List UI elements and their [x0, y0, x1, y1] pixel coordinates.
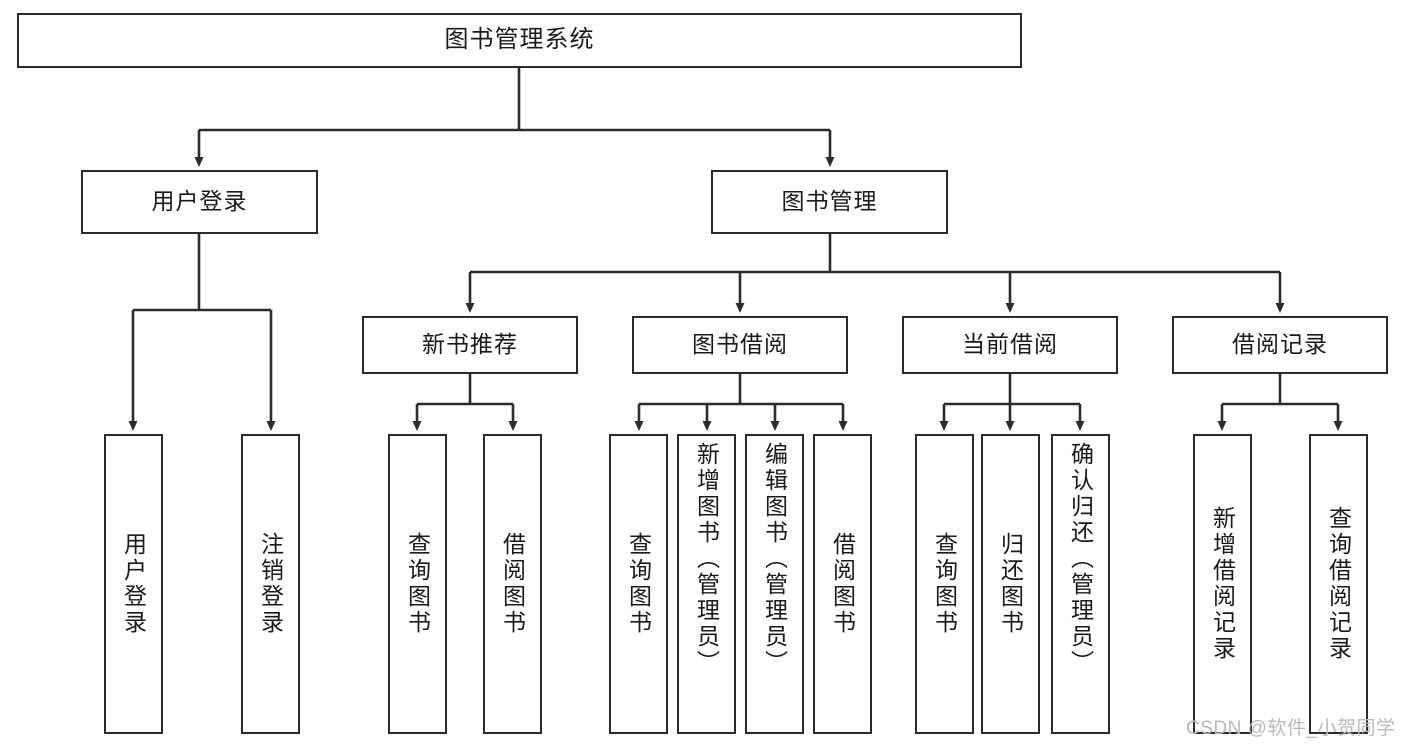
node-leaf-logout[interactable]: 注销登录	[241, 434, 300, 734]
node-leaf-add-record[interactable]: 新增借阅记录	[1193, 434, 1252, 734]
node-book-management[interactable]: 图书管理	[711, 170, 948, 234]
node-leaf-add-book[interactable]: 新增图书（管理员）	[677, 434, 736, 734]
node-borrow-record[interactable]: 借阅记录	[1172, 316, 1388, 374]
node-leaf-confirm-return-label: 确认归还（管理员）	[1067, 442, 1094, 676]
node-leaf-user-login[interactable]: 用户登录	[104, 434, 163, 734]
node-root[interactable]: 图书管理系统	[17, 13, 1022, 68]
node-leaf-query-book-2[interactable]: 查询图书	[609, 434, 668, 734]
watermark-text: CSDN @软件_小贺同学	[1186, 718, 1396, 739]
node-leaf-query-book-3-label: 查询图书	[931, 532, 958, 636]
node-leaf-borrow-book-2-label: 借阅图书	[829, 532, 856, 636]
node-leaf-edit-book[interactable]: 编辑图书（管理员）	[745, 434, 804, 734]
node-leaf-query-book-3[interactable]: 查询图书	[915, 434, 974, 734]
node-book-borrow[interactable]: 图书借阅	[632, 316, 848, 374]
node-leaf-return-book-label: 归还图书	[997, 532, 1024, 636]
node-leaf-user-login-label: 用户登录	[120, 532, 147, 636]
node-leaf-add-book-label: 新增图书（管理员）	[693, 442, 720, 676]
node-leaf-borrow-book-2[interactable]: 借阅图书	[813, 434, 872, 734]
node-leaf-confirm-return[interactable]: 确认归还（管理员）	[1051, 434, 1110, 734]
node-leaf-query-book-1[interactable]: 查询图书	[388, 434, 447, 734]
node-new-book-recommend[interactable]: 新书推荐	[362, 316, 578, 374]
node-leaf-borrow-book-1-label: 借阅图书	[499, 532, 526, 636]
node-leaf-return-book[interactable]: 归还图书	[981, 434, 1040, 734]
node-leaf-query-book-2-label: 查询图书	[625, 532, 652, 636]
node-leaf-query-book-1-label: 查询图书	[404, 532, 431, 636]
node-leaf-borrow-book-1[interactable]: 借阅图书	[483, 434, 542, 734]
node-leaf-query-record[interactable]: 查询借阅记录	[1309, 434, 1368, 734]
node-current-borrow[interactable]: 当前借阅	[902, 316, 1118, 374]
node-user-login[interactable]: 用户登录	[81, 170, 318, 234]
node-leaf-logout-label: 注销登录	[257, 532, 284, 636]
node-leaf-add-record-label: 新增借阅记录	[1209, 506, 1236, 662]
node-leaf-edit-book-label: 编辑图书（管理员）	[761, 442, 788, 676]
node-leaf-query-record-label: 查询借阅记录	[1325, 506, 1352, 662]
